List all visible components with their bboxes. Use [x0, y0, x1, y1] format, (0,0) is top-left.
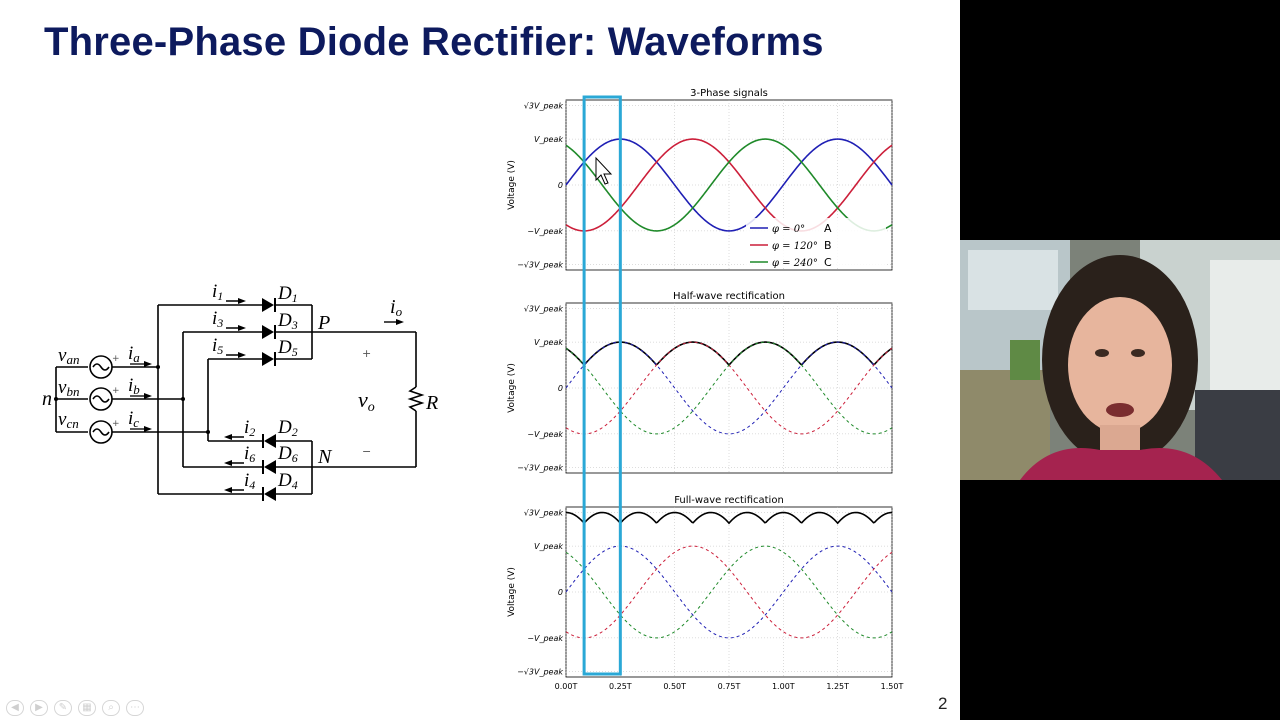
chart-title: Half-wave rectification	[673, 291, 785, 302]
svg-text:i1: i1	[212, 281, 223, 303]
x-tick-label: 1.25T	[826, 682, 849, 691]
legend-series-name: B	[824, 239, 832, 252]
y-tick-label: −V_peak	[527, 634, 563, 643]
svg-text:+: +	[112, 419, 120, 429]
slide-number: 2	[938, 694, 948, 713]
svg-text:D5: D5	[277, 337, 298, 359]
legend-series-name: A	[824, 222, 832, 235]
svg-text:D1: D1	[277, 283, 298, 305]
svg-text:ib: ib	[128, 375, 140, 397]
chart-title: 3-Phase signals	[690, 88, 768, 99]
y-tick-label: V_peak	[534, 542, 563, 551]
y-tick-label: √3V_peak	[524, 509, 564, 518]
slide-title: Three-Phase Diode Rectifier: Waveforms	[44, 20, 824, 64]
node-n-label: N	[317, 446, 333, 468]
previous-slide-icon[interactable]: ◀	[6, 700, 24, 716]
y-axis-label: Voltage (V)	[507, 160, 517, 210]
next-slide-icon[interactable]: ▶	[30, 700, 48, 716]
y-tick-label: −V_peak	[527, 227, 563, 236]
y-tick-label: −√3V_peak	[517, 667, 563, 676]
x-tick-label: 0.50T	[663, 682, 686, 691]
series-line-C	[565, 545, 893, 639]
x-tick-label: 0.25T	[609, 682, 632, 691]
svg-text:vcn: vcn	[58, 409, 79, 431]
svg-text:D3: D3	[277, 310, 298, 332]
label-v: v	[58, 345, 67, 366]
zoom-icon[interactable]: ⌕	[102, 700, 120, 716]
more-options-icon[interactable]: ⋯	[126, 700, 144, 716]
highlight-box	[582, 95, 622, 676]
svg-text:ic: ic	[128, 408, 139, 430]
slide: Three-Phase Diode Rectifier: Waveforms	[0, 0, 960, 720]
svg-text:ia: ia	[128, 343, 140, 365]
node-p-label: P	[317, 312, 330, 334]
svg-text:D6: D6	[277, 443, 298, 465]
mouse-cursor-icon	[595, 156, 613, 185]
y-tick-label: V_peak	[534, 135, 563, 144]
y-tick-label: −V_peak	[527, 430, 563, 439]
x-tick-label: 1.00T	[772, 682, 795, 691]
y-tick-label: 0	[558, 384, 563, 393]
svg-text:io: io	[390, 296, 403, 319]
legend-phase-label: φ = 0°	[772, 224, 805, 235]
y-tick-label: √3V_peak	[524, 305, 564, 314]
chart-title: Full-wave rectification	[674, 495, 784, 506]
svg-text:i3: i3	[212, 308, 223, 330]
y-axis-label: Voltage (V)	[507, 567, 517, 617]
svg-text:D2: D2	[277, 417, 298, 439]
svg-text:vo: vo	[358, 387, 375, 415]
svg-text:+: +	[112, 386, 120, 396]
svg-text:i4: i4	[244, 470, 255, 492]
svg-text:−: −	[362, 445, 371, 458]
y-tick-label: −√3V_peak	[517, 260, 563, 269]
y-tick-label: 0	[558, 181, 563, 190]
x-tick-label: 1.50T	[881, 682, 904, 691]
svg-text:+: +	[112, 354, 120, 364]
slides-grid-icon[interactable]: ▦	[78, 700, 96, 716]
svg-text:+: +	[362, 347, 371, 360]
y-tick-label: −√3V_peak	[517, 463, 563, 472]
rectifier-circuit-diagram: n van vbn vcn ia ib ic i1 i3 i5 D1 D3 D5…	[42, 281, 438, 501]
legend-phase-label: φ = 120°	[772, 241, 818, 252]
slide-toolbar: ◀ ▶ ✎ ▦ ⌕ ⋯	[6, 700, 144, 716]
output-voltage-label: v	[358, 387, 368, 412]
svg-text:i5: i5	[212, 335, 223, 357]
x-tick-label: 0.00T	[555, 682, 578, 691]
svg-text:vbn: vbn	[58, 377, 79, 399]
y-tick-label: V_peak	[534, 338, 563, 347]
legend-box	[746, 218, 886, 268]
y-tick-label: 0	[558, 588, 563, 597]
y-tick-label: √3V_peak	[524, 102, 564, 111]
svg-text:i6: i6	[244, 443, 255, 465]
legend-series-name: C	[824, 256, 832, 269]
neutral-label: n	[42, 388, 52, 410]
series-line-C	[565, 341, 893, 435]
y-axis-label: Voltage (V)	[507, 363, 517, 413]
presenter-image	[960, 240, 1280, 480]
x-tick-label: 0.75T	[718, 682, 741, 691]
svg-text:van: van	[58, 345, 79, 367]
legend-phase-label: φ = 240°	[772, 258, 818, 269]
svg-text:D4: D4	[277, 470, 298, 492]
presenter-webcam-video	[960, 240, 1280, 480]
load-label: R	[425, 392, 438, 414]
pen-icon[interactable]: ✎	[54, 700, 72, 716]
svg-text:i2: i2	[244, 417, 255, 439]
